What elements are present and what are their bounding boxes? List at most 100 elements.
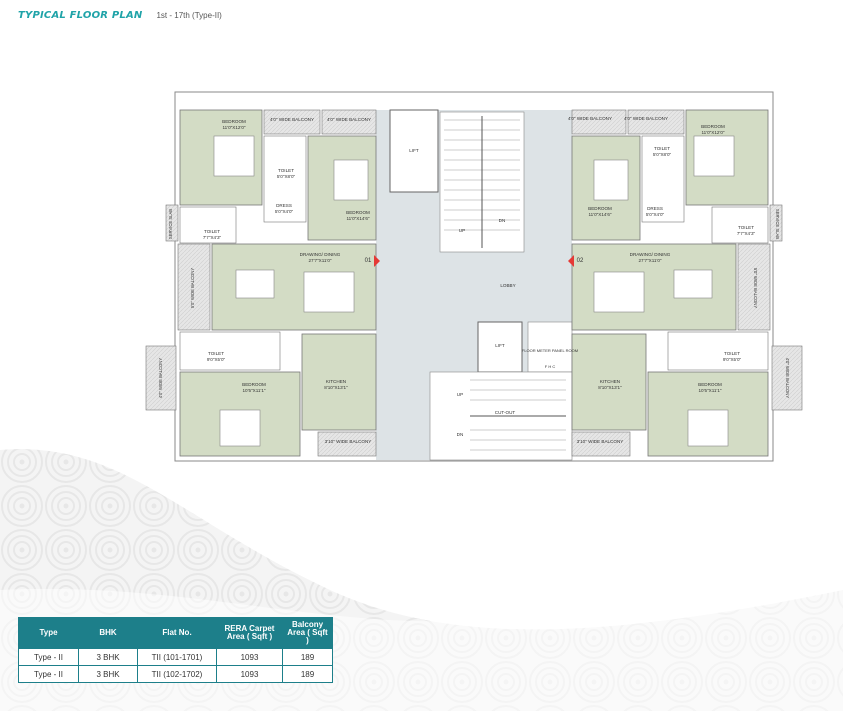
cell-carpet-area: 1093: [216, 648, 283, 666]
left-toilet-1-label: TOILET: [278, 168, 294, 173]
left-bedroom-3-label: BEDROOM: [242, 382, 266, 387]
right-toilet-2-label: TOILET: [738, 225, 754, 230]
right-toilet-3-size: 9'0"X5'0": [723, 357, 742, 362]
left-kitchen-balcony-label: 3'10" WIDE BALCONY: [325, 439, 372, 444]
right-kitchen-balcony-label: 3'10" WIDE BALCONY: [577, 439, 624, 444]
col-carpet-area: RERA Carpet Area ( Sqft ): [216, 617, 283, 649]
fhc-label: F H C: [545, 364, 556, 369]
left-balcony-2-label: 4'0" WIDE BALCONY: [327, 117, 371, 122]
table-row: Type - II 3 BHK TII (102-1702) 1093 189: [18, 665, 333, 683]
right-kitchen: [571, 333, 647, 431]
left-balcony-1: [263, 109, 321, 135]
left-bedroom-2-size: 11'0"X14'6": [346, 216, 369, 221]
left-kitchen-size: 8'10"X13'1": [324, 385, 348, 390]
left-bedroom-1-label: BEDROOM: [222, 119, 246, 124]
right-toilet-1-size: 5'0"X8'0": [653, 152, 672, 157]
left-bedroom-2-label: BEDROOM: [346, 210, 370, 215]
cell-flat-no: TII (102-1702): [137, 665, 217, 683]
left-side-balcony-label: 5'0" WIDE BALCONY: [190, 268, 195, 308]
unit-01-label: 01: [365, 258, 372, 264]
stair-2-dn: DN: [457, 432, 464, 437]
right-service-slab-label: SERVICE SLAB: [775, 209, 780, 239]
unit-02-marker: [568, 255, 574, 267]
lift-2-label: LIFT: [495, 343, 505, 348]
right-toilet-3: [667, 331, 769, 371]
right-kitchen-label: KITCHEN: [600, 379, 620, 384]
cell-balcony-area: 189: [282, 665, 333, 683]
left-toilet-2-label: TOILET: [204, 229, 220, 234]
area-table: Type BHK Flat No. RERA Carpet Area ( Sqf…: [18, 617, 333, 683]
unit-02-label: 02: [577, 258, 584, 264]
col-type: Type: [18, 617, 79, 649]
meter-room: [527, 321, 573, 373]
stair-2-up: UP: [457, 392, 463, 397]
right-kitchen-size: 8'10"X13'1": [598, 385, 622, 390]
page-header: TYPICAL FLOOR PLAN 1st - 17th (Type-II): [18, 10, 222, 21]
lobby-label: LOBBY: [500, 283, 515, 288]
lift-1-label: LIFT: [409, 148, 419, 153]
left-toilet-3: [179, 331, 281, 371]
left-bottom-balcony: [145, 345, 177, 411]
right-bedroom-2-label: BEDROOM: [588, 206, 612, 211]
unit-01-marker: [374, 255, 380, 267]
right-toilet-2: [711, 206, 769, 244]
col-bhk: BHK: [78, 617, 138, 649]
left-toilet-3-size: 9'0"X5'0": [207, 357, 226, 362]
left-balcony-1-label: 4'0" WIDE BALCONY: [270, 117, 314, 122]
left-toilet-1-size: 5'0"X8'0": [277, 174, 296, 179]
page-subtitle: 1st - 17th (Type-II): [156, 11, 222, 20]
right-drawing-label: DRAWING/ DINING: [630, 252, 671, 257]
left-kitchen-balcony: [317, 431, 377, 457]
cutout-label: CUT-OUT: [495, 410, 516, 415]
left-dress-size: 5'0"X4'0": [275, 209, 294, 214]
right-balcony-1: [571, 109, 627, 135]
left-drawing-size: 27'7"X11'0": [308, 258, 331, 263]
right-balcony-2-label: 4'0" WIDE BALCONY: [624, 116, 668, 121]
table-header-row: Type BHK Flat No. RERA Carpet Area ( Sqf…: [18, 617, 333, 649]
col-balcony-area: Balcony Area ( Sqft ): [282, 617, 333, 649]
right-toilet-dress: [641, 135, 685, 223]
right-bedroom-1-size: 11'0"X12'0": [701, 130, 724, 135]
right-kitchen-balcony: [571, 431, 631, 457]
right-side-balcony-label: 5'0" WIDE BALCONY: [753, 268, 758, 308]
right-balcony-1-label: 4'0" WIDE BALCONY: [568, 116, 612, 121]
left-toilet-3-label: TOILET: [208, 351, 224, 356]
left-service-slab: [165, 204, 179, 242]
table-row: Type - II 3 BHK TII (101-1701) 1093 189: [18, 648, 333, 666]
left-dress-label: DRESS: [276, 203, 292, 208]
right-drawing-size: 27'7"X11'0": [638, 258, 661, 263]
left-kitchen: [301, 333, 377, 431]
left-toilet-2-size: 7'7"X4'3": [203, 235, 222, 240]
right-bottom-balcony: [771, 345, 803, 411]
lift-shaft-1: [389, 109, 439, 193]
right-service-slab: [769, 204, 783, 242]
cell-flat-no: TII (101-1701): [137, 648, 217, 666]
left-bottom-balcony-label: 4'0" WIDE BALCONY: [158, 358, 163, 398]
right-dress-label: DRESS: [647, 206, 663, 211]
left-kitchen-label: KITCHEN: [326, 379, 346, 384]
lift-shaft-2: [477, 321, 523, 373]
meter-room-label: FLOOR METER PANEL ROOM: [522, 348, 578, 353]
left-toilet-2: [179, 206, 237, 244]
stair-1-up: UP: [459, 228, 465, 233]
cell-carpet-area: 1093: [216, 665, 283, 683]
right-bedroom-1-label: BEDROOM: [701, 124, 725, 129]
col-flat-no: Flat No.: [137, 617, 217, 649]
right-toilet-3-label: TOILET: [724, 351, 740, 356]
right-bottom-balcony-label: 4'0" WIDE BALCONY: [785, 358, 790, 398]
left-toilet-dress: [263, 135, 307, 223]
cell-type: Type - II: [18, 665, 79, 683]
cell-bhk: 3 BHK: [78, 665, 138, 683]
left-drawing-label: DRAWING/ DINING: [300, 252, 341, 257]
page-title: TYPICAL FLOOR PLAN: [18, 10, 143, 21]
right-toilet-1-label: TOILET: [654, 146, 670, 151]
right-balcony-2: [627, 109, 685, 135]
stair-1-dn: DN: [499, 218, 506, 223]
cell-bhk: 3 BHK: [78, 648, 138, 666]
right-dress-size: 5'0"X4'0": [646, 212, 665, 217]
right-toilet-2-size: 7'7"X4'3": [737, 231, 756, 236]
left-bedroom-3-size: 10'5"X11'1": [242, 388, 265, 393]
right-bedroom-3-size: 10'5"X11'1": [698, 388, 721, 393]
left-service-slab-label: SERVICE SLAB: [168, 209, 173, 239]
